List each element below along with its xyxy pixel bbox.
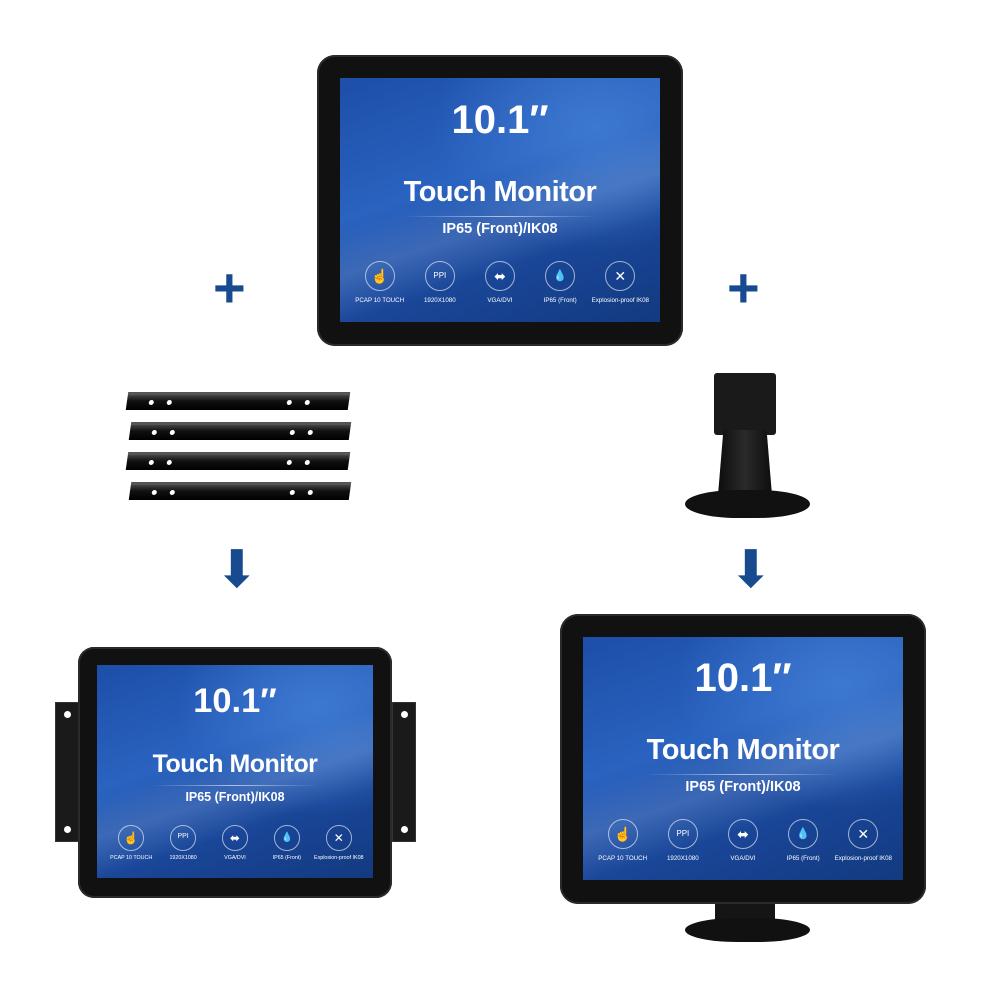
- screen-subtitle: IP65 (Front)/IK08: [442, 220, 558, 237]
- feature-item: ⬌ VGA/DVI: [470, 261, 530, 304]
- feature-item: ✕ Explosion-proof IK08: [590, 261, 650, 304]
- feature-item: PPI 1920X1080: [653, 819, 713, 862]
- explosion-proof-icon: ✕: [605, 261, 636, 291]
- feature-list: ☝ PCAP 10 TOUCH PPI 1920X1080 ⬌ VGA/DVI 💧 IP…: [350, 261, 651, 304]
- feature-list: ☝ PCAP 10 TOUCH PPI 1920X1080 ⬌ VGA/DVI 💧 IP…: [593, 819, 894, 862]
- usb-icon: ⬌: [727, 819, 758, 850]
- monitor-standalone: 10.1″ Touch Monitor IP65 (Front)/IK08 ☝ P…: [317, 55, 683, 346]
- feature-item: PPI 1920X1080: [410, 261, 470, 304]
- feature-label: PCAP 10 TOUCH: [110, 855, 153, 862]
- feature-label: 1920X1080: [666, 854, 699, 862]
- screen-size: 10.1″: [694, 656, 792, 701]
- water-drops-icon: 💧: [545, 261, 576, 291]
- feature-item: 💧 IP65 (Front): [261, 824, 313, 862]
- side-bracket-left: [55, 702, 79, 842]
- feature-label: IP65 (Front): [786, 854, 820, 862]
- feature-label: Explosion-proof IK08: [314, 855, 364, 862]
- feature-label: VGA/DVI: [730, 854, 756, 862]
- feature-item: PPI 1920X1080: [157, 824, 209, 862]
- feature-label: 1920X1080: [423, 296, 456, 304]
- feature-label: PCAP 10 TOUCH: [598, 854, 648, 862]
- screen-title: Touch Monitor: [403, 175, 597, 208]
- feature-list: ☝ PCAP 10 TOUCH PPI 1920X1080 ⬌ VGA/DVI 💧 IP…: [105, 824, 365, 862]
- feature-item: 💧 IP65 (Front): [773, 819, 833, 862]
- feature-label: IP65 (Front): [543, 296, 577, 304]
- feature-item: ⬌ VGA/DVI: [209, 824, 261, 862]
- feature-item: ☝ PCAP 10 TOUCH: [105, 824, 157, 862]
- monitor-screen: 10.1″ Touch Monitor IP65 (Front)/IK08 ☝ P…: [583, 637, 903, 880]
- feature-item: ✕ Explosion-proof IK08: [313, 824, 365, 862]
- plus-sign-right: +: [727, 256, 760, 319]
- touch-hand-icon: ☝: [118, 824, 145, 851]
- divider: [404, 215, 596, 217]
- divider: [647, 774, 839, 776]
- monitor-stand-mounted: 10.1″ Touch Monitor IP65 (Front)/IK08 ☝ P…: [560, 614, 926, 904]
- feature-label: VGA/DVI: [487, 296, 513, 304]
- water-drops-icon: 💧: [273, 824, 300, 851]
- monitor-bracket-mounted: 10.1″ Touch Monitor IP65 (Front)/IK08 ☝ P…: [78, 647, 392, 898]
- feature-label: IP65 (Front): [272, 855, 302, 862]
- screen-size: 10.1″: [193, 682, 277, 721]
- usb-icon: ⬌: [222, 824, 248, 851]
- feature-label: 1920X1080: [169, 855, 197, 862]
- monitor-screen: 10.1″ Touch Monitor IP65 (Front)/IK08 ☝ P…: [97, 665, 373, 878]
- feature-label: Explosion-proof IK08: [591, 296, 650, 304]
- divider: [152, 785, 318, 787]
- explosion-proof-icon: ✕: [848, 819, 879, 850]
- feature-item: ☝ PCAP 10 TOUCH: [350, 261, 410, 304]
- feature-item: 💧 IP65 (Front): [530, 261, 590, 304]
- arrow-down-right: ⬇: [729, 541, 773, 599]
- plus-sign-left: +: [213, 256, 246, 319]
- screen-title: Touch Monitor: [152, 750, 318, 779]
- explosion-proof-icon: ✕: [325, 824, 352, 851]
- ppi-monitor-icon: PPI: [424, 261, 455, 291]
- screen-size: 10.1″: [451, 97, 549, 142]
- usb-icon: ⬌: [484, 261, 515, 291]
- ppi-monitor-icon: PPI: [667, 819, 698, 850]
- water-drops-icon: 💧: [788, 819, 819, 850]
- touch-hand-icon: ☝: [364, 261, 395, 291]
- feature-item: ⬌ VGA/DVI: [713, 819, 773, 862]
- arrow-down-left: ⬇: [215, 541, 259, 599]
- feature-item: ☝ PCAP 10 TOUCH: [593, 819, 653, 862]
- screen-title: Touch Monitor: [646, 734, 840, 767]
- monitor-screen: 10.1″ Touch Monitor IP65 (Front)/IK08 ☝ P…: [340, 78, 660, 322]
- touch-hand-icon: ☝: [607, 819, 638, 850]
- ppi-monitor-icon: PPI: [170, 824, 196, 851]
- side-bracket-right: [392, 702, 416, 842]
- feature-item: ✕ Explosion-proof IK08: [833, 819, 893, 862]
- screen-subtitle: IP65 (Front)/IK08: [685, 779, 801, 796]
- screen-subtitle: IP65 (Front)/IK08: [185, 789, 285, 804]
- feature-label: Explosion-proof IK08: [834, 854, 893, 862]
- feature-label: PCAP 10 TOUCH: [355, 296, 405, 304]
- feature-label: VGA/DVI: [224, 855, 246, 862]
